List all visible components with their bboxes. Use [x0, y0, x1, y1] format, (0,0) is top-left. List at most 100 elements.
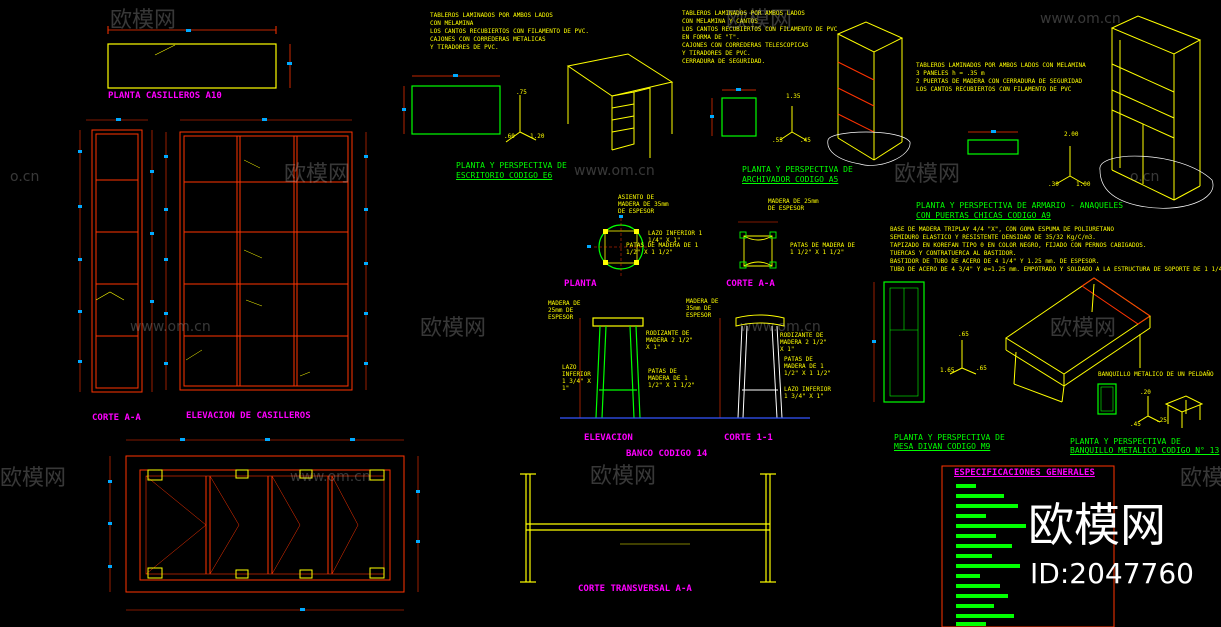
watermark-site-3: www.om.cn — [290, 469, 371, 485]
wardrobe-note-1: TABLEROS LAMINADOS POR AMBOS LADOS CON M… — [916, 62, 1086, 69]
divan-note-4: TUERCAS Y CONTRATUERCA AL BASTIDOR. — [890, 250, 1017, 257]
divan-plan — [872, 281, 977, 403]
watermark-brand-5: 欧模网 — [590, 464, 657, 489]
locker-elevation-title: ELEVACION DE CASILLEROS — [186, 411, 311, 421]
cabinet-note-5: CAJONES CON CORREDERAS TELESCOPICAS — [682, 42, 809, 49]
divan-dim-b: .65 — [976, 365, 987, 372]
cabinet-note-6: Y TIRADORES DE PVC. — [682, 50, 751, 57]
divan-note-2: SEMIDURO ELASTICO Y RESISTENTE DENSIDAD … — [890, 234, 1096, 241]
desk-note-5: Y TIRADORES DE PVC. — [430, 44, 499, 51]
locker-section — [79, 119, 153, 393]
stool-s1-lazo: LAZO INFERIOR 1 3/4" X 1" — [784, 386, 831, 400]
desk-perspective — [505, 53, 674, 158]
locker-elevation — [165, 119, 367, 391]
bench-perspective — [1164, 395, 1204, 428]
bench-dim-h: .20 — [1140, 389, 1151, 396]
stool-code: BANCO CODIGO 14 — [626, 449, 708, 459]
specs-title: ESPECIFICACIONES GENERALES — [954, 468, 1095, 478]
cabinet-notes: TABLEROS LAMINADOS POR AMBOS LADOS CON M… — [682, 10, 837, 66]
desk-note-2: CON MELAMINA — [430, 20, 474, 27]
divan-title-2: MESA DIVAN CODIGO M9 — [894, 442, 991, 451]
divan-note-6: TUBO DE ACERO DE 4 3/4" Y e=1.25 mm. EMP… — [890, 266, 1221, 273]
table-section — [520, 473, 776, 583]
cabinet-title-1: PLANTA Y PERSPECTIVA DE — [742, 165, 853, 174]
wardrobe-perspective — [1099, 15, 1214, 209]
divan-note-3: TAPIZADO EN KOREFAN TIPO 0 EN COLOR NEGR… — [890, 242, 1147, 249]
stool-section-1-1 — [719, 314, 785, 419]
watermark-site-5: www.om.cn — [1040, 11, 1121, 27]
stool-plan-title: PLANTA — [564, 279, 597, 289]
cabinet-note-1: TABLEROS LAMINADOS POR AMBOS LADOS — [682, 10, 805, 17]
watermark-brand-4: 欧模网 — [0, 466, 67, 491]
desk-dim-h: .75 — [516, 89, 527, 96]
cabinet-note-2: CON MELAMINA Y CANTOS — [682, 18, 758, 25]
wardrobe-notes: TABLEROS LAMINADOS POR AMBOS LADOS CON M… — [916, 62, 1086, 94]
watermark-brand-9: 欧模网 — [1180, 466, 1221, 491]
stool-section-seat: MADERA DE 25mm DE ESPESOR — [768, 198, 819, 212]
bench-title-1: PLANTA Y PERSPECTIVA DE — [1070, 437, 1181, 446]
locker-section-title: CORTE A-A — [92, 413, 141, 423]
watermark-brand-7: 欧模网 — [894, 162, 961, 187]
wardrobe-title-2: CON PUERTAS CHICAS CODIGO A9 — [916, 211, 1051, 220]
wardrobe-note-3: 2 PUERTAS DE MADERA CON CERRADURA DE SEG… — [916, 78, 1083, 85]
desk-notes: TABLEROS LAMINADOS POR AMBOS LADOS CON M… — [430, 12, 589, 52]
stool-s1-seat: MADERA DE 35mm DE ESPESOR — [686, 298, 719, 319]
cabinet-note-3: LOS CANTOS RECUBIERTOS CON FILAMENTO DE … — [682, 26, 838, 33]
stool-elev-rod: RODIZANTE DE MADERA 2 1/2" X 1" — [646, 330, 693, 351]
divan-dim-h: .65 — [958, 331, 969, 338]
divan-notes: BASE DE MADERA TRIPLAY 4/4 "X", CON GOMA… — [890, 226, 1221, 274]
watermark-site-4: www.om.cn — [574, 163, 655, 179]
locker-plan-title: PLANTA CASILLEROS A10 — [108, 91, 222, 101]
stool-elev-title: ELEVACION — [584, 433, 633, 443]
desk-dim-a: .60 — [504, 133, 515, 140]
locker-section-dims — [78, 118, 154, 363]
watermark-site-1: o.cn — [10, 169, 40, 185]
bench-dim-a: .45 — [1130, 421, 1141, 428]
divan-perspective — [1005, 277, 1151, 403]
watermark-id: ID:2047760 — [1030, 557, 1194, 590]
watermark-brand-1: 欧模网 — [110, 8, 177, 33]
divan-dim-a: 1.65 — [940, 367, 955, 374]
wardrobe-note-4: LOS CANTOS RECUBIERTOS CON FILAMENTO DE … — [916, 86, 1072, 93]
desk-note-1: TABLEROS LAMINADOS POR AMBOS LADOS — [430, 12, 553, 19]
cabinet-plan — [710, 88, 807, 141]
specs-box — [941, 465, 1115, 627]
stool-plan-patas: PATAS DE MADERA DE 1 1/2" X 1 1/2" — [626, 242, 699, 256]
divan-title-1: PLANTA Y PERSPECTIVA DE — [894, 433, 1005, 442]
stool-s1-title: CORTE 1-1 — [724, 433, 773, 443]
bench-title-2: BANQUILLO METALICO CODIGO N° 13 — [1070, 446, 1220, 455]
desk-note-3: LOS CANTOS RECUBIERTOS CON FILAMENTO DE … — [430, 28, 589, 35]
locker-elevation-notes — [185, 159, 311, 377]
cabinet-dim-b: .45 — [800, 137, 811, 144]
stool-section-plan — [738, 221, 778, 269]
cabinet-perspective — [827, 21, 911, 166]
stool-s1-patas: PATAS DE MADERA DE 1 1/2" X 1 1/2" — [784, 356, 831, 377]
cabinet-dim-h: 1.35 — [786, 93, 801, 100]
watermark-logo: 欧模网 — [1028, 498, 1166, 552]
wardrobe-plan — [967, 130, 1085, 185]
wardrobe-dim-h: 2.00 — [1064, 131, 1079, 138]
bench-label: BANQUILLO METALICO DE UN PELDAÑO — [1098, 371, 1214, 378]
watermark-brand-6: 欧模网 — [726, 8, 793, 33]
wardrobe-note-2: 3 PANELES h = .35 m — [916, 70, 985, 77]
divan-note-1: BASE DE MADERA TRIPLAY 4/4 "X", CON GOMA… — [890, 226, 1114, 233]
stool-elev-seat: MADERA DE 25mm DE ESPESOR — [548, 300, 581, 321]
watermark-brand-3: 欧模网 — [420, 316, 487, 341]
desk-note-4: CAJONES CON CORREDERAS METALICAS — [430, 36, 546, 43]
stool-elevation — [579, 317, 644, 419]
watermark-brand-2: 欧模网 — [284, 162, 351, 187]
watermark-site-7: o.cn — [1130, 169, 1160, 185]
wardrobe-dim-a: .30 — [1048, 181, 1059, 188]
watermark-site-2: www.om.cn — [130, 319, 211, 335]
desk-title-2: ESCRITORIO CODIGO E6 — [456, 171, 553, 180]
stool-plan — [587, 215, 648, 276]
stool-s1-rod: RODIZANTE DE MADERA 2 1/2" X 1" — [780, 332, 827, 353]
bench-dim-b: .25 — [1156, 417, 1167, 424]
stool-elev-patas: PATAS DE MADERA DE 1 1/2" X 1 1/2" — [648, 368, 695, 389]
desk-dim-b: 1.20 — [530, 133, 545, 140]
stool-section-title: CORTE A-A — [726, 279, 775, 289]
cabinet-note-7: CERRADURA DE SEGURIDAD. — [682, 58, 766, 65]
stool-seat-note: ASIENTO DE MADERA DE 35mm DE ESPESOR — [618, 194, 669, 215]
